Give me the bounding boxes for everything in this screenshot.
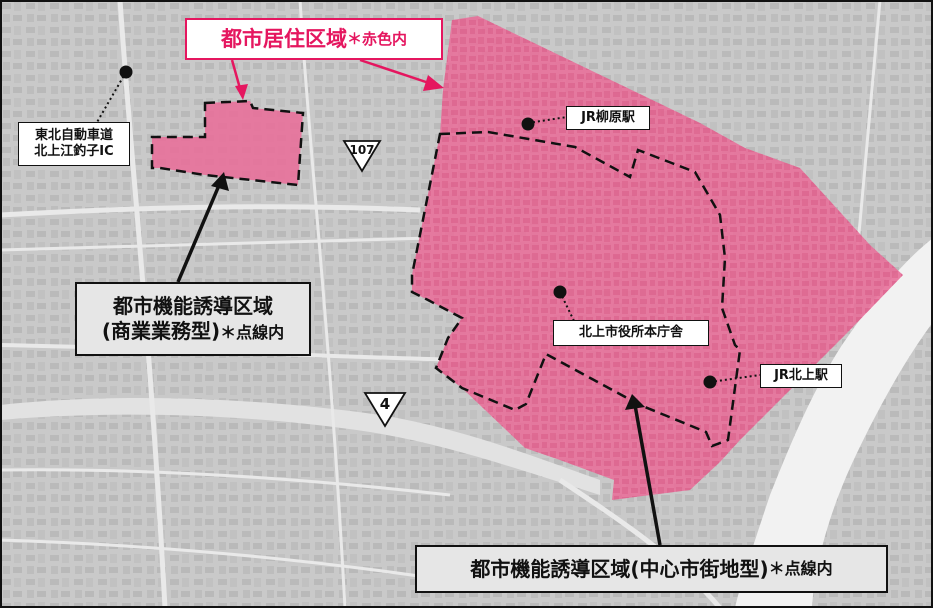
interchange-marker[interactable] xyxy=(119,65,133,79)
yanagihara-station-marker[interactable] xyxy=(521,117,535,131)
function-zone-central-legend: 都市機能誘導区域(中心市街地型) ＊点線内 xyxy=(415,545,888,593)
kitakami-station-marker[interactable] xyxy=(703,375,717,389)
route-4-shield xyxy=(363,392,407,428)
function-zone-commercial-note: ＊点線内 xyxy=(220,323,285,342)
pointer-arrows xyxy=(176,58,662,546)
interchange-line1: 東北自動車道 xyxy=(34,127,113,143)
residential-zone-west xyxy=(152,101,303,185)
route-107-label: 107 xyxy=(349,143,375,157)
interchange-label: 東北自動車道 北上江釣子IC xyxy=(18,122,130,166)
residential-zone-legend: 都市居住区域 ＊赤色内 xyxy=(185,18,443,60)
function-zone-central-boundary xyxy=(410,130,742,448)
kitakami-station-label: JR北上駅 xyxy=(760,364,842,388)
residential-zone-title: 都市居住区域 xyxy=(220,26,347,51)
city-hall-marker[interactable] xyxy=(553,285,567,299)
route-107-shield xyxy=(342,140,382,173)
route-4-label: 4 xyxy=(379,395,391,413)
waga-river xyxy=(0,397,600,495)
kitakami-river xyxy=(735,238,933,608)
yanagihara-station-label: JR柳原駅 xyxy=(566,106,650,130)
function-zone-central-note: ＊点線内 xyxy=(768,559,833,578)
function-zone-central-title: 都市機能誘導区域(中心市街地型) xyxy=(470,556,769,581)
residential-zone-note: ＊赤色内 xyxy=(346,29,407,48)
function-zone-commercial-line2: (商業業務型) xyxy=(101,319,221,343)
city-hall-label: 北上市役所本庁舎 xyxy=(553,320,709,346)
function-zone-commercial-boundary xyxy=(150,99,305,187)
interchange-line2: 北上江釣子IC xyxy=(34,144,114,159)
function-zone-commercial-legend: 都市機能誘導区域 (商業業務型)＊点線内 xyxy=(75,282,311,356)
function-zone-commercial-line1: 都市機能誘導区域 xyxy=(113,294,273,318)
